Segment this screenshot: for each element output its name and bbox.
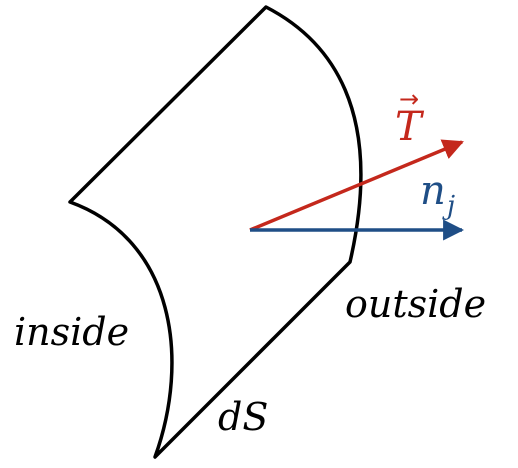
surface-patch-outline	[68, 5, 363, 459]
traction-vector-arrow	[249, 139, 464, 232]
normal-label: n	[420, 168, 446, 214]
traction-label: T	[395, 104, 425, 150]
traction-label-arrow-accent: →	[399, 85, 419, 113]
inside-label: inside	[14, 310, 129, 354]
surface-element-label: dS	[218, 395, 268, 439]
outside-label: outside	[345, 282, 486, 326]
